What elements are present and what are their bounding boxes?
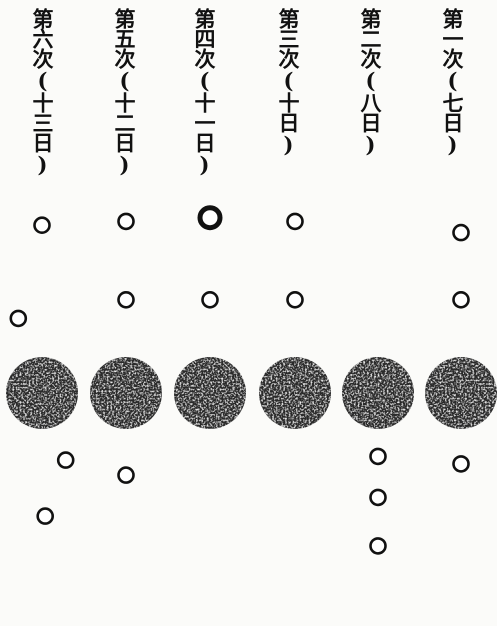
- moon-marker: [369, 537, 387, 555]
- column-label-4: 第四次(十一日): [192, 8, 217, 176]
- moon-marker: [117, 290, 135, 309]
- planet-disk: [425, 357, 497, 429]
- moon-marker: [117, 466, 135, 484]
- moon-marker: [36, 507, 55, 525]
- planet-disk: [90, 357, 162, 429]
- planet-disk: [342, 357, 414, 429]
- moon-marker: [369, 488, 387, 507]
- moon-marker: [286, 290, 304, 309]
- moon-marker: [201, 290, 219, 309]
- moon-marker: [9, 309, 28, 328]
- column-label-3: 第三次(十日): [276, 8, 301, 156]
- planet-disk: [174, 357, 246, 429]
- column-label-5: 第五次(十二日): [112, 8, 137, 176]
- moon-marker: [197, 205, 223, 231]
- planet-disk: [259, 357, 331, 429]
- moon-marker: [452, 455, 470, 473]
- column-label-6: 第六次(十三日): [30, 8, 55, 176]
- moon-marker: [56, 451, 75, 469]
- column-label-1: 第一次(七日): [440, 8, 465, 156]
- moon-marker: [33, 216, 51, 234]
- moon-marker: [452, 290, 470, 309]
- column-label-2: 第二次(八日): [358, 8, 383, 156]
- moon-marker: [369, 447, 387, 466]
- moon-marker: [452, 223, 470, 242]
- moon-marker: [286, 212, 304, 231]
- moon-marker: [117, 212, 135, 231]
- planet-disk: [6, 357, 78, 429]
